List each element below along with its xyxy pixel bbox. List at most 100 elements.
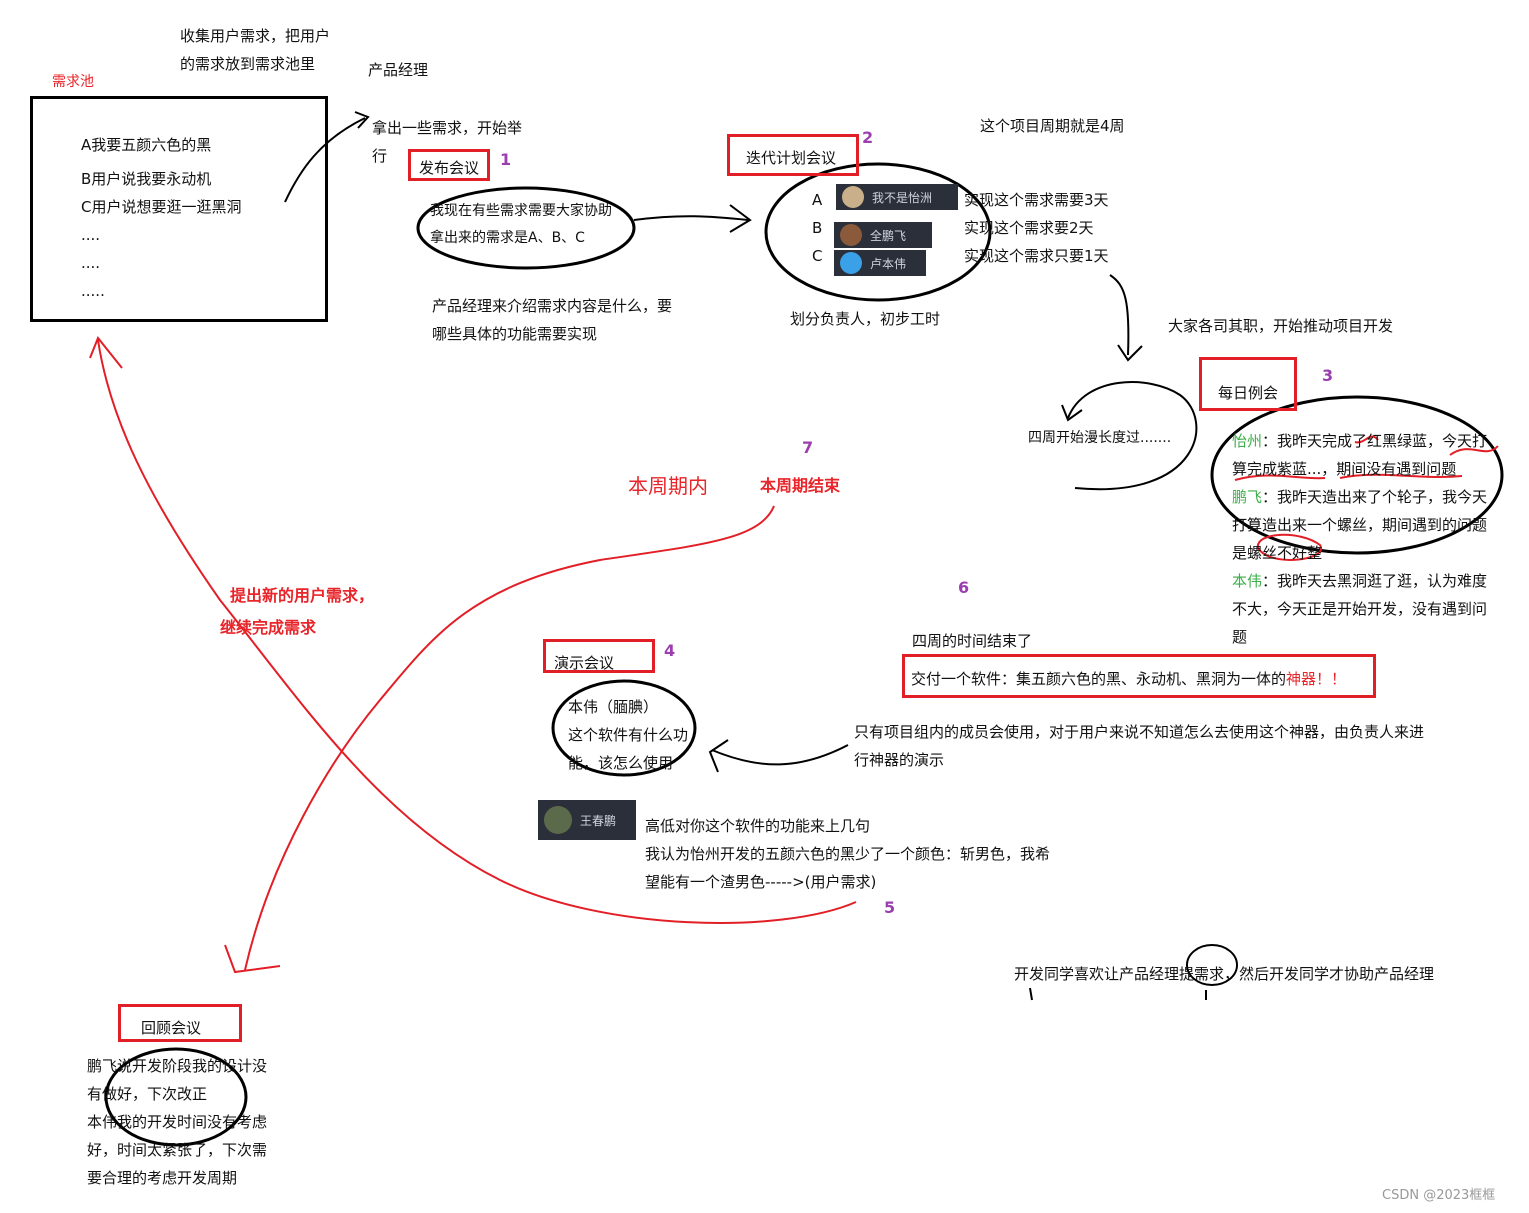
avatar-row: 我不是怡洲 — [836, 184, 958, 210]
in-cycle-label: 本周期内 — [628, 474, 708, 498]
pool-item: .... — [81, 254, 101, 272]
daily-line: 鹏飞：我昨天造出来了个轮子，我今天 — [1232, 483, 1487, 511]
retro-meeting-box: 回顾会议 — [118, 1004, 242, 1042]
pool-item: ..... — [81, 282, 105, 300]
collect-note-line: 的需求放到需求池里 — [180, 55, 316, 73]
row-letter: A — [812, 191, 823, 209]
demo-line: 能，该怎么使用 — [568, 754, 674, 772]
daily-line: 不大，今天正是开始开发，没有遇到问 — [1232, 600, 1488, 618]
release-meeting-title: 发布会议 — [419, 159, 480, 177]
feedback-line: 望能有一个渣男色----->(用户需求) — [645, 873, 877, 891]
demo-meeting-box: 演示会议 — [543, 639, 655, 673]
step-number: 4 — [664, 641, 676, 660]
avatar-name: 王春鹏 — [580, 813, 617, 828]
daily-line: 本伟：我昨天去黑洞逛了逛，认为难度 — [1232, 567, 1487, 595]
loop-four-weeks — [1067, 381, 1198, 491]
pm-label: 产品经理 — [368, 61, 429, 79]
daily-meeting-box: 每日例会 — [1199, 357, 1297, 411]
cycle-end-label: 本周期结束 — [760, 476, 841, 495]
release-meeting-box: 发布会议 — [408, 149, 490, 181]
delivery-text: 交付一个软件：集五颜六色的黑、永动机、黑洞为一体的神器！！ — [911, 668, 1346, 689]
pool-item: C用户说想要逛一逛黑洞 — [81, 198, 242, 216]
arrow-pool-to-pm — [284, 117, 366, 203]
avatar — [842, 186, 864, 208]
collect-note-line: 收集用户需求，把用户 — [180, 27, 331, 45]
daily-line: 题 — [1232, 628, 1248, 646]
step-number: 6 — [958, 578, 970, 597]
step-number: 3 — [1322, 366, 1334, 385]
row-text: 实现这个需求需要3天 — [964, 191, 1109, 209]
iteration-ellipse — [764, 162, 992, 302]
row-text: 实现这个需求要2天 — [964, 219, 1094, 237]
release-line: 我现在有些需求需要大家协助 — [430, 203, 612, 219]
row-letter: C — [812, 247, 823, 265]
retro-line: 鹏飞说开发阶段我的设计没 — [87, 1057, 268, 1075]
row-text: 实现这个需求只要1天 — [964, 247, 1109, 265]
release-note-line: 产品经理来介绍需求内容是什么，要 — [432, 297, 673, 315]
daily-text: ：我昨天完成了红黑绿蓝，今天打 — [1262, 432, 1488, 450]
dev-note-ellipse — [1186, 944, 1238, 986]
feedback-line: 我认为怡州开发的五颜六色的黑少了一个颜色：斩男色，我希 — [645, 845, 1051, 863]
delivery-note-line: 行神器的演示 — [854, 751, 945, 769]
avatar-row: 卢本伟 — [834, 250, 926, 276]
arrow-feedback-to-pool — [97, 339, 857, 924]
step-number: 7 — [802, 438, 814, 457]
new-req-line: 提出新的用户需求， — [230, 586, 375, 605]
take-out-line: 拿出一些需求，开始举 — [372, 119, 523, 137]
person-name: 本伟 — [1232, 572, 1263, 590]
start-dev-note: 大家各司其职，开始推动项目开发 — [1168, 317, 1394, 335]
daily-text: ：我昨天去黑洞逛了逛，认为难度 — [1262, 572, 1488, 590]
retro-line: 本伟我的开发时间没有考虑 — [87, 1113, 268, 1131]
delivery-text-highlight: 神器！！ — [1286, 670, 1347, 688]
step-number: 1 — [500, 150, 512, 169]
daily-line: 是螺丝不好整 — [1232, 544, 1323, 562]
delivery-note-line: 只有项目组内的成员会使用，对于用户来说不知道怎么去使用这个神器，由负责人来进 — [854, 723, 1425, 741]
retro-line: 要合理的考虑开发周期 — [87, 1169, 238, 1187]
delivery-text-main: 交付一个软件：集五颜六色的黑、永动机、黑洞为一体的 — [911, 670, 1287, 688]
avatar-name: 全鹏飞 — [870, 228, 907, 243]
pool-item: .... — [81, 226, 101, 244]
delivery-title: 四周的时间结束了 — [912, 632, 1033, 650]
arrow-cycle-end-to-retro — [244, 505, 775, 971]
retro-line: 好，时间太紧张了，下次需 — [87, 1141, 268, 1159]
person-name: 鹏飞 — [1232, 488, 1263, 506]
new-req-line: 继续完成需求 — [220, 618, 317, 637]
release-ellipse — [416, 186, 636, 270]
step-number: 2 — [862, 128, 874, 147]
requirement-pool-box: A我要五颜六色的黑 B用户说我要永动机 C用户说想要逛一逛黑洞 .... ...… — [30, 96, 328, 322]
retro-ellipse — [104, 1047, 248, 1147]
cycle-note: 这个项目周期就是4周 — [980, 117, 1125, 135]
pool-item: B用户说我要永动机 — [81, 170, 212, 188]
demo-ellipse — [551, 679, 697, 777]
avatar-name: 我不是怡洲 — [872, 190, 933, 205]
avatar — [840, 224, 862, 246]
take-out-line: 行 — [372, 147, 388, 165]
demo-line: 本伟（腼腆） — [568, 698, 659, 716]
iteration-meeting-title: 迭代计划会议 — [746, 149, 837, 167]
row-letter: B — [812, 219, 823, 237]
daily-ellipse — [1210, 395, 1504, 555]
pool-item: A我要五颜六色的黑 — [81, 136, 212, 154]
feedback-line: 高低对你这个软件的功能来上几句 — [645, 817, 871, 835]
avatar — [544, 806, 572, 834]
iteration-meeting-box: 迭代计划会议 — [727, 134, 859, 176]
demo-line: 这个软件有什么功 — [568, 726, 689, 744]
person-name: 怡州 — [1232, 432, 1263, 450]
avatar-row: 全鹏飞 — [834, 222, 932, 248]
four-weeks-note: 四周开始漫长度过....... — [1028, 430, 1172, 446]
daily-line: 怡州：我昨天完成了红黑绿蓝，今天打 — [1232, 427, 1487, 455]
release-note-line: 哪些具体的功能需要实现 — [432, 325, 598, 343]
delivery-box: 交付一个软件：集五颜六色的黑、永动机、黑洞为一体的神器！！ — [902, 654, 1376, 698]
avatar-name: 卢本伟 — [870, 256, 907, 271]
avatar-row: 王春鹏 — [538, 800, 636, 840]
pool-title: 需求池 — [52, 74, 94, 90]
demo-meeting-title: 演示会议 — [554, 654, 615, 672]
avatar — [840, 252, 862, 274]
arrow-delivery-to-demo — [711, 744, 849, 766]
iteration-note: 划分负责人，初步工时 — [790, 310, 941, 328]
daily-line: 算完成紫蓝...，期间没有遇到问题 — [1232, 460, 1457, 478]
retro-line: 有做好，下次改正 — [87, 1085, 208, 1103]
daily-text: ：我昨天造出来了个轮子，我今天 — [1262, 488, 1488, 506]
daily-line: 打算造出来一个螺丝，期间遇到的问题 — [1232, 516, 1488, 534]
